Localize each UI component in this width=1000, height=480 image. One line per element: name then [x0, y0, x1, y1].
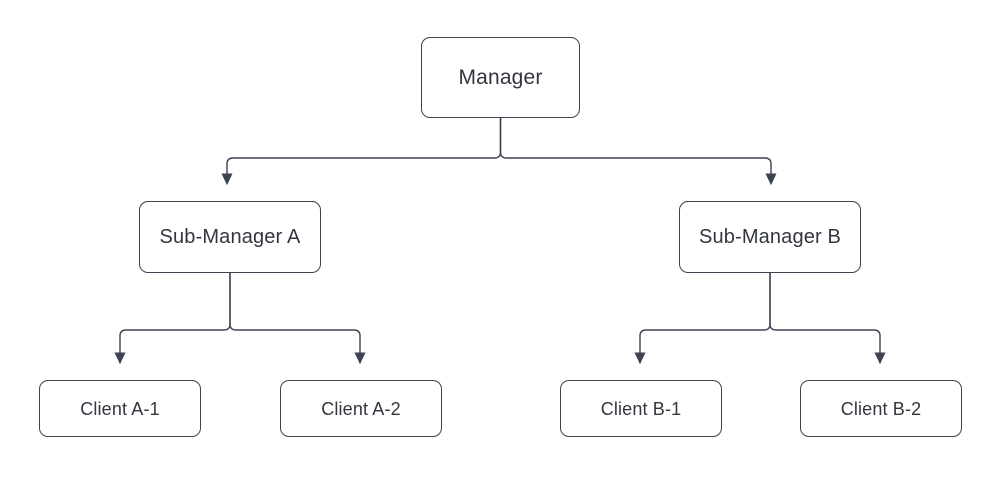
- edge-sub-a-to-client-a2: [229, 273, 366, 365]
- node-client-b-1-label: Client B-1: [600, 398, 682, 419]
- node-client-a-2[interactable]: Client A-2: [280, 380, 442, 437]
- edge-sub-a-to-client-a1: [114, 273, 231, 365]
- node-manager-label: Manager: [458, 66, 543, 89]
- node-sub-manager-a[interactable]: Sub-Manager A: [139, 201, 321, 273]
- node-client-b-2[interactable]: Client B-2: [800, 380, 962, 437]
- edge-sub-b-to-client-b2: [769, 273, 886, 365]
- node-client-b-1[interactable]: Client B-1: [560, 380, 722, 437]
- node-client-a-1-label: Client A-1: [80, 398, 160, 419]
- node-sub-manager-b-label: Sub-Manager B: [698, 226, 842, 248]
- node-client-a-2-label: Client A-2: [321, 398, 401, 419]
- node-client-a-1[interactable]: Client A-1: [39, 380, 201, 437]
- edge-sub-b-to-client-b1: [634, 273, 771, 365]
- node-sub-manager-a-label: Sub-Manager A: [159, 226, 301, 248]
- node-manager[interactable]: Manager: [421, 37, 580, 118]
- node-client-b-2-label: Client B-2: [840, 398, 922, 419]
- edge-manager-to-sub-b: [499, 118, 777, 186]
- edge-manager-to-sub-a: [221, 118, 502, 186]
- node-sub-manager-b[interactable]: Sub-Manager B: [679, 201, 861, 273]
